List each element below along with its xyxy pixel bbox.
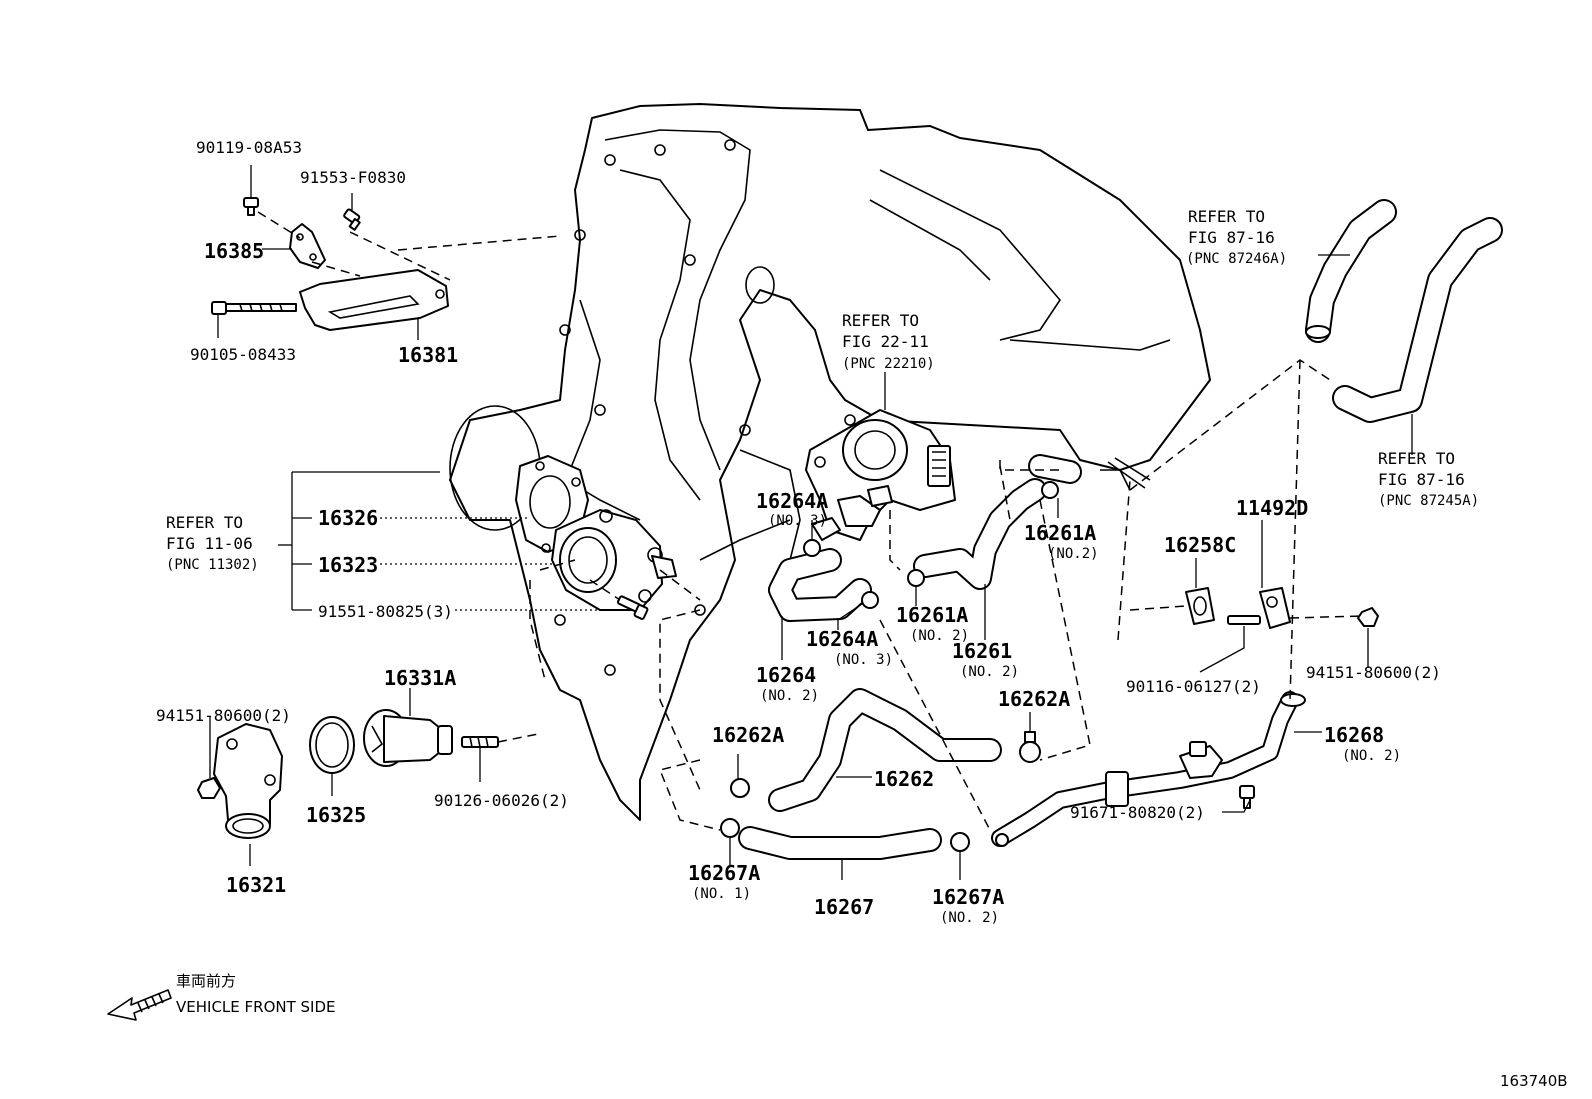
label-16267a-right: 16267A xyxy=(932,885,1004,909)
figure-id: 163740B xyxy=(1500,1072,1568,1090)
hose-16262 xyxy=(768,688,1002,812)
label-91553: 91553-F0830 xyxy=(300,168,406,187)
bracket-16381 xyxy=(299,269,449,331)
nut-94151-right xyxy=(1357,607,1379,627)
label-16268-sub: (NO. 2) xyxy=(1342,748,1401,764)
bolt-91551 xyxy=(616,595,649,620)
hose-16261 xyxy=(913,478,1047,590)
labels: 90119-08A53 91553-F0830 16385 90105-0843… xyxy=(156,138,1479,926)
hose-stub-top xyxy=(1028,454,1082,484)
label-ref-8716a-line1: REFER TO xyxy=(1188,207,1265,226)
label-90119: 90119-08A53 xyxy=(196,138,302,157)
label-ref-8716a-line3: (PNC 87246A) xyxy=(1186,251,1287,267)
hose-16267 xyxy=(738,826,942,860)
clamp-16261a-lower xyxy=(907,569,925,587)
label-ref-8716b-line3: (PNC 87245A) xyxy=(1378,493,1479,509)
label-16323: 16323 xyxy=(318,553,378,577)
label-16261a-lower-sub: (NO. 2) xyxy=(910,628,969,644)
label-ref-1106-line2: FIG 11-06 xyxy=(166,534,253,553)
bolt-91671 xyxy=(1239,785,1255,809)
label-16321: 16321 xyxy=(226,873,286,897)
water-inlet-16323 xyxy=(551,509,677,611)
nut-94151-left xyxy=(197,777,221,799)
gasket-16258c xyxy=(1185,587,1215,625)
label-90105: 90105-08433 xyxy=(190,345,296,364)
vehicle-front-indicator: 車両前方 VEHICLE FRONT SIDE xyxy=(107,972,336,1021)
label-ref-8716a-line2: FIG 87-16 xyxy=(1188,228,1275,247)
label-16261-sub: (NO. 2) xyxy=(960,664,1019,680)
label-16264a-lower: 16264A xyxy=(806,627,878,651)
vehicle-front-label-jp: 車両前方 xyxy=(176,972,236,990)
label-16262a-right: 16262A xyxy=(998,687,1070,711)
label-16268: 16268 xyxy=(1324,723,1384,747)
pipe-16268 xyxy=(991,691,1306,847)
label-16267a-left: 16267A xyxy=(688,861,760,885)
label-16331a: 16331A xyxy=(384,666,456,690)
hose-87246a xyxy=(1305,199,1397,343)
label-ref-1106-line3: (PNC 11302) xyxy=(166,557,259,573)
label-11492d: 11492D xyxy=(1236,496,1308,520)
label-16326: 16326 xyxy=(318,506,378,530)
label-16267a-left-sub: (NO. 1) xyxy=(692,886,751,902)
label-16262: 16262 xyxy=(874,767,934,791)
clamp-16262a-left xyxy=(730,778,750,798)
clamp-16264a-lower xyxy=(861,591,879,609)
label-ref-2211-line1: REFER TO xyxy=(842,311,919,330)
clamp-16262a-right xyxy=(1019,731,1041,763)
label-16261: 16261 xyxy=(952,639,1012,663)
clamp-16264a-upper xyxy=(803,539,821,557)
label-16325: 16325 xyxy=(306,803,366,827)
thermostat-16331a xyxy=(363,709,453,767)
label-ref-8716b-line1: REFER TO xyxy=(1378,449,1455,468)
direction-arrow-icon xyxy=(107,989,172,1021)
vehicle-front-label-en: VEHICLE FRONT SIDE xyxy=(176,998,336,1016)
label-94151-left: 94151-80600(2) xyxy=(156,706,291,725)
bracket-lines-1106 xyxy=(278,471,620,611)
label-ref-2211-line2: FIG 22-11 xyxy=(842,332,929,351)
label-90126: 90126-06026(2) xyxy=(434,791,569,810)
clamp-16267a-left xyxy=(720,818,740,838)
hose-16264 xyxy=(768,548,872,660)
bracket-assembly xyxy=(211,165,561,340)
label-16267a-right-sub: (NO. 2) xyxy=(940,910,999,926)
bracket-16385 xyxy=(289,223,326,269)
plate-11492d xyxy=(1259,587,1291,629)
label-16264a-lower-sub: (NO. 3) xyxy=(834,652,893,668)
label-16261a-lower: 16261A xyxy=(896,603,968,627)
throttle-body xyxy=(805,409,956,541)
label-ref-8716b-line2: FIG 87-16 xyxy=(1378,470,1465,489)
clamp-16267a-right xyxy=(950,832,970,852)
label-16261a-upper-sub: (NO.2) xyxy=(1048,546,1099,562)
label-16267: 16267 xyxy=(814,895,874,919)
bolt-90119 xyxy=(243,197,259,216)
label-16261a-upper: 16261A xyxy=(1024,521,1096,545)
bolt-90116 xyxy=(1227,615,1261,625)
label-16264a-upper: 16264A xyxy=(756,489,828,513)
stud-90126 xyxy=(461,736,499,748)
bolt-90105 xyxy=(211,301,297,315)
label-91671: 91671-80820(2) xyxy=(1070,803,1205,822)
label-16264: 16264 xyxy=(756,663,816,687)
label-16264a-upper-sub: (NO. 3) xyxy=(768,513,827,529)
label-16385: 16385 xyxy=(204,239,264,263)
label-94151-right: 94151-80600(2) xyxy=(1306,663,1441,682)
bolt-91553 xyxy=(343,208,361,231)
clamp-16261a-upper xyxy=(1041,481,1059,499)
label-16262a-left: 16262A xyxy=(712,723,784,747)
gasket-16325 xyxy=(309,716,355,774)
label-90116: 90116-06127(2) xyxy=(1126,677,1261,696)
label-91551: 91551-80825(3) xyxy=(318,602,453,621)
hose-87245a xyxy=(1332,217,1503,423)
label-16264-sub: (NO. 2) xyxy=(760,688,819,704)
label-16258c: 16258C xyxy=(1164,533,1236,557)
engine-timing-cover xyxy=(449,103,1211,821)
label-16381: 16381 xyxy=(398,343,458,367)
label-ref-2211-line3: (PNC 22210) xyxy=(842,356,935,372)
label-ref-1106-line1: REFER TO xyxy=(166,513,243,532)
water-inlet-16321 xyxy=(213,723,283,839)
